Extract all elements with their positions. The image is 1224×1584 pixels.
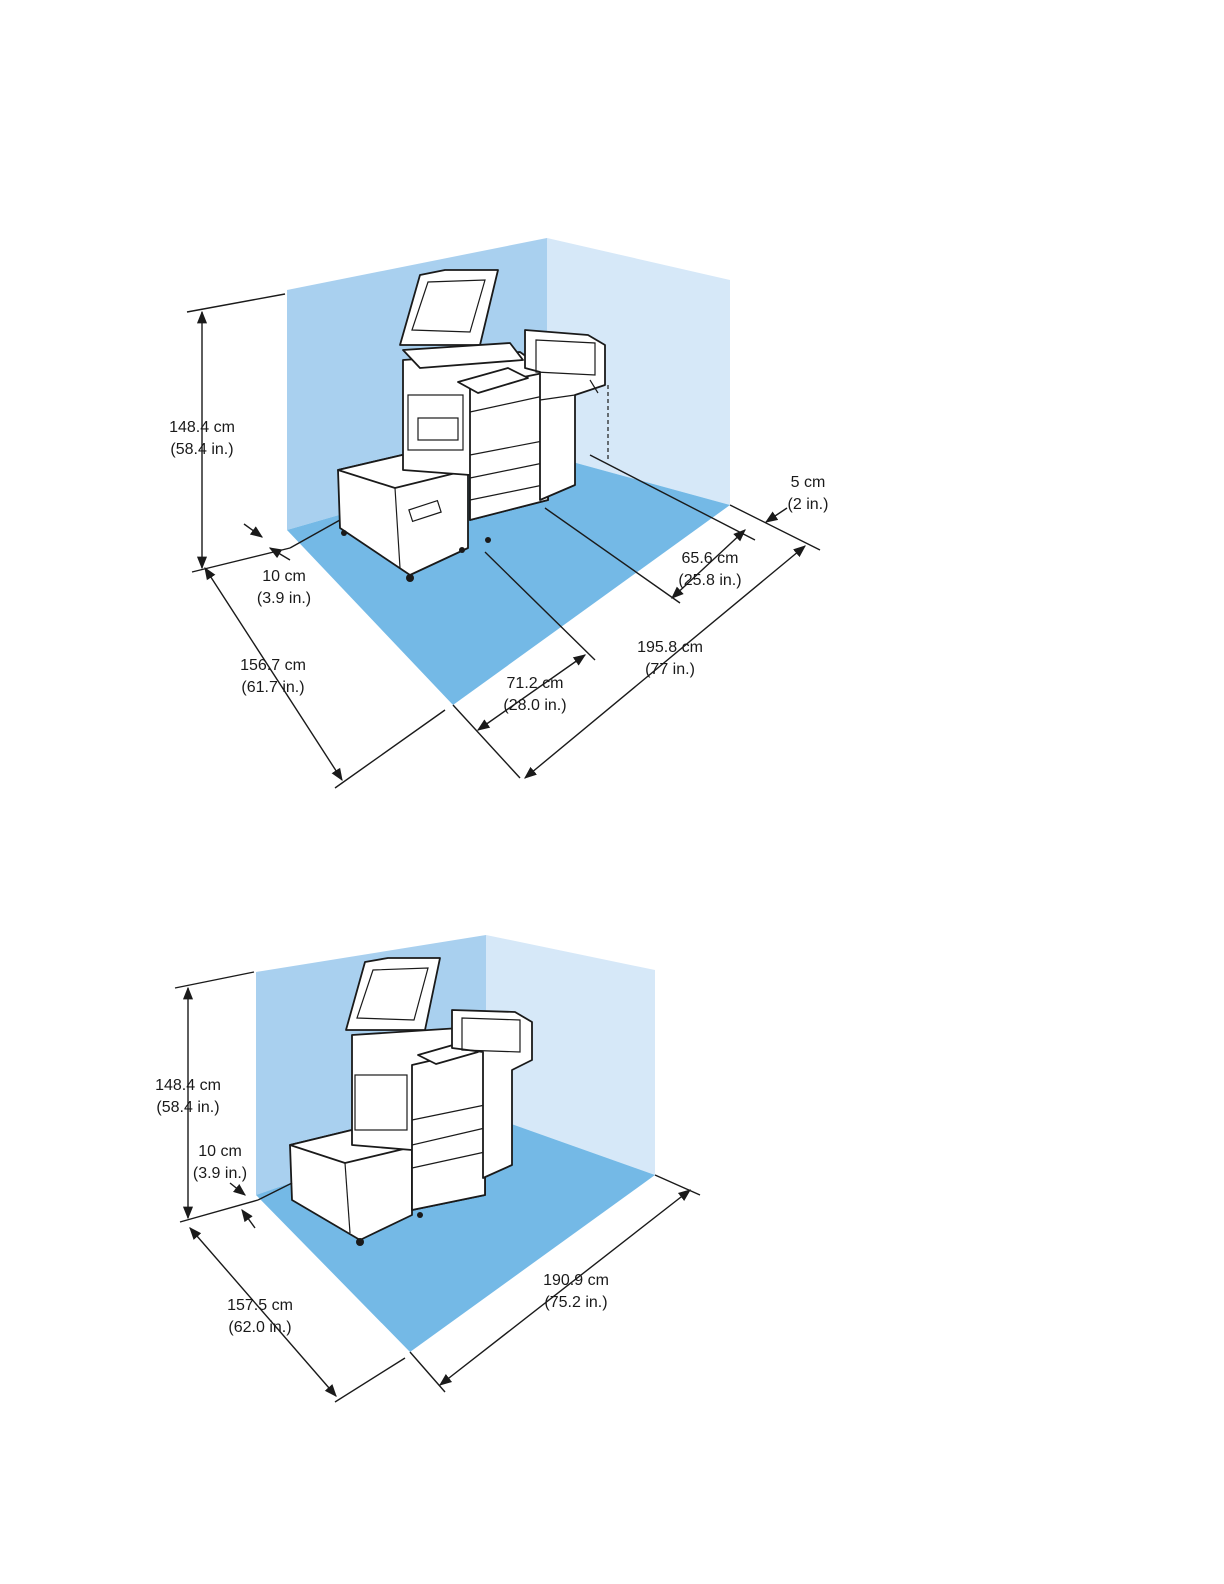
bottom-clearance-diagram: 148.4 cm (58.4 in.) 10 cm (3.9 in.) 157.… xyxy=(0,800,1224,1584)
total-width-imperial-label: (77 in.) xyxy=(645,661,695,678)
finisher-width-metric-label: 65.6 cm xyxy=(682,550,739,567)
right-offset-dimension: 5 cm (2 in.) xyxy=(766,474,828,522)
top-clearance-diagram: 148.4 cm (58.4 in.) 10 cm (3.9 in.) 156.… xyxy=(0,0,1224,800)
depth-imperial-label: (62.0 in.) xyxy=(228,1319,291,1336)
right-offset-metric-label: 5 cm xyxy=(791,474,826,491)
depth-imperial-label: (61.7 in.) xyxy=(241,679,304,696)
depth-metric-label: 157.5 cm xyxy=(227,1297,293,1314)
right-offset-imperial-label: (2 in.) xyxy=(788,496,829,513)
height-imperial-label: (58.4 in.) xyxy=(156,1099,219,1116)
inner-width-metric-label: 71.2 cm xyxy=(507,675,564,692)
height-metric-label: 148.4 cm xyxy=(155,1077,221,1094)
height-imperial-label: (58.4 in.) xyxy=(170,441,233,458)
total-width-metric-label: 195.8 cm xyxy=(637,639,703,656)
height-dimension: 148.4 cm (58.4 in.) xyxy=(155,972,258,1222)
total-width-metric-label: 190.9 cm xyxy=(543,1272,609,1289)
left-offset-imperial-label: (3.9 in.) xyxy=(193,1165,247,1182)
left-offset-metric-label: 10 cm xyxy=(198,1143,242,1160)
top-diagram-svg: 148.4 cm (58.4 in.) 10 cm (3.9 in.) 156.… xyxy=(0,0,1224,800)
height-metric-label: 148.4 cm xyxy=(169,419,235,436)
finisher-width-imperial-label: (25.8 in.) xyxy=(678,572,741,589)
inner-width-imperial-label: (28.0 in.) xyxy=(503,697,566,714)
depth-metric-label: 156.7 cm xyxy=(240,657,306,674)
left-offset-imperial-label: (3.9 in.) xyxy=(257,590,311,607)
left-offset-metric-label: 10 cm xyxy=(262,568,306,585)
height-dimension: 148.4 cm (58.4 in.) xyxy=(169,294,290,572)
total-width-imperial-label: (75.2 in.) xyxy=(544,1294,607,1311)
bottom-diagram-svg: 148.4 cm (58.4 in.) 10 cm (3.9 in.) 157.… xyxy=(0,800,1224,1584)
